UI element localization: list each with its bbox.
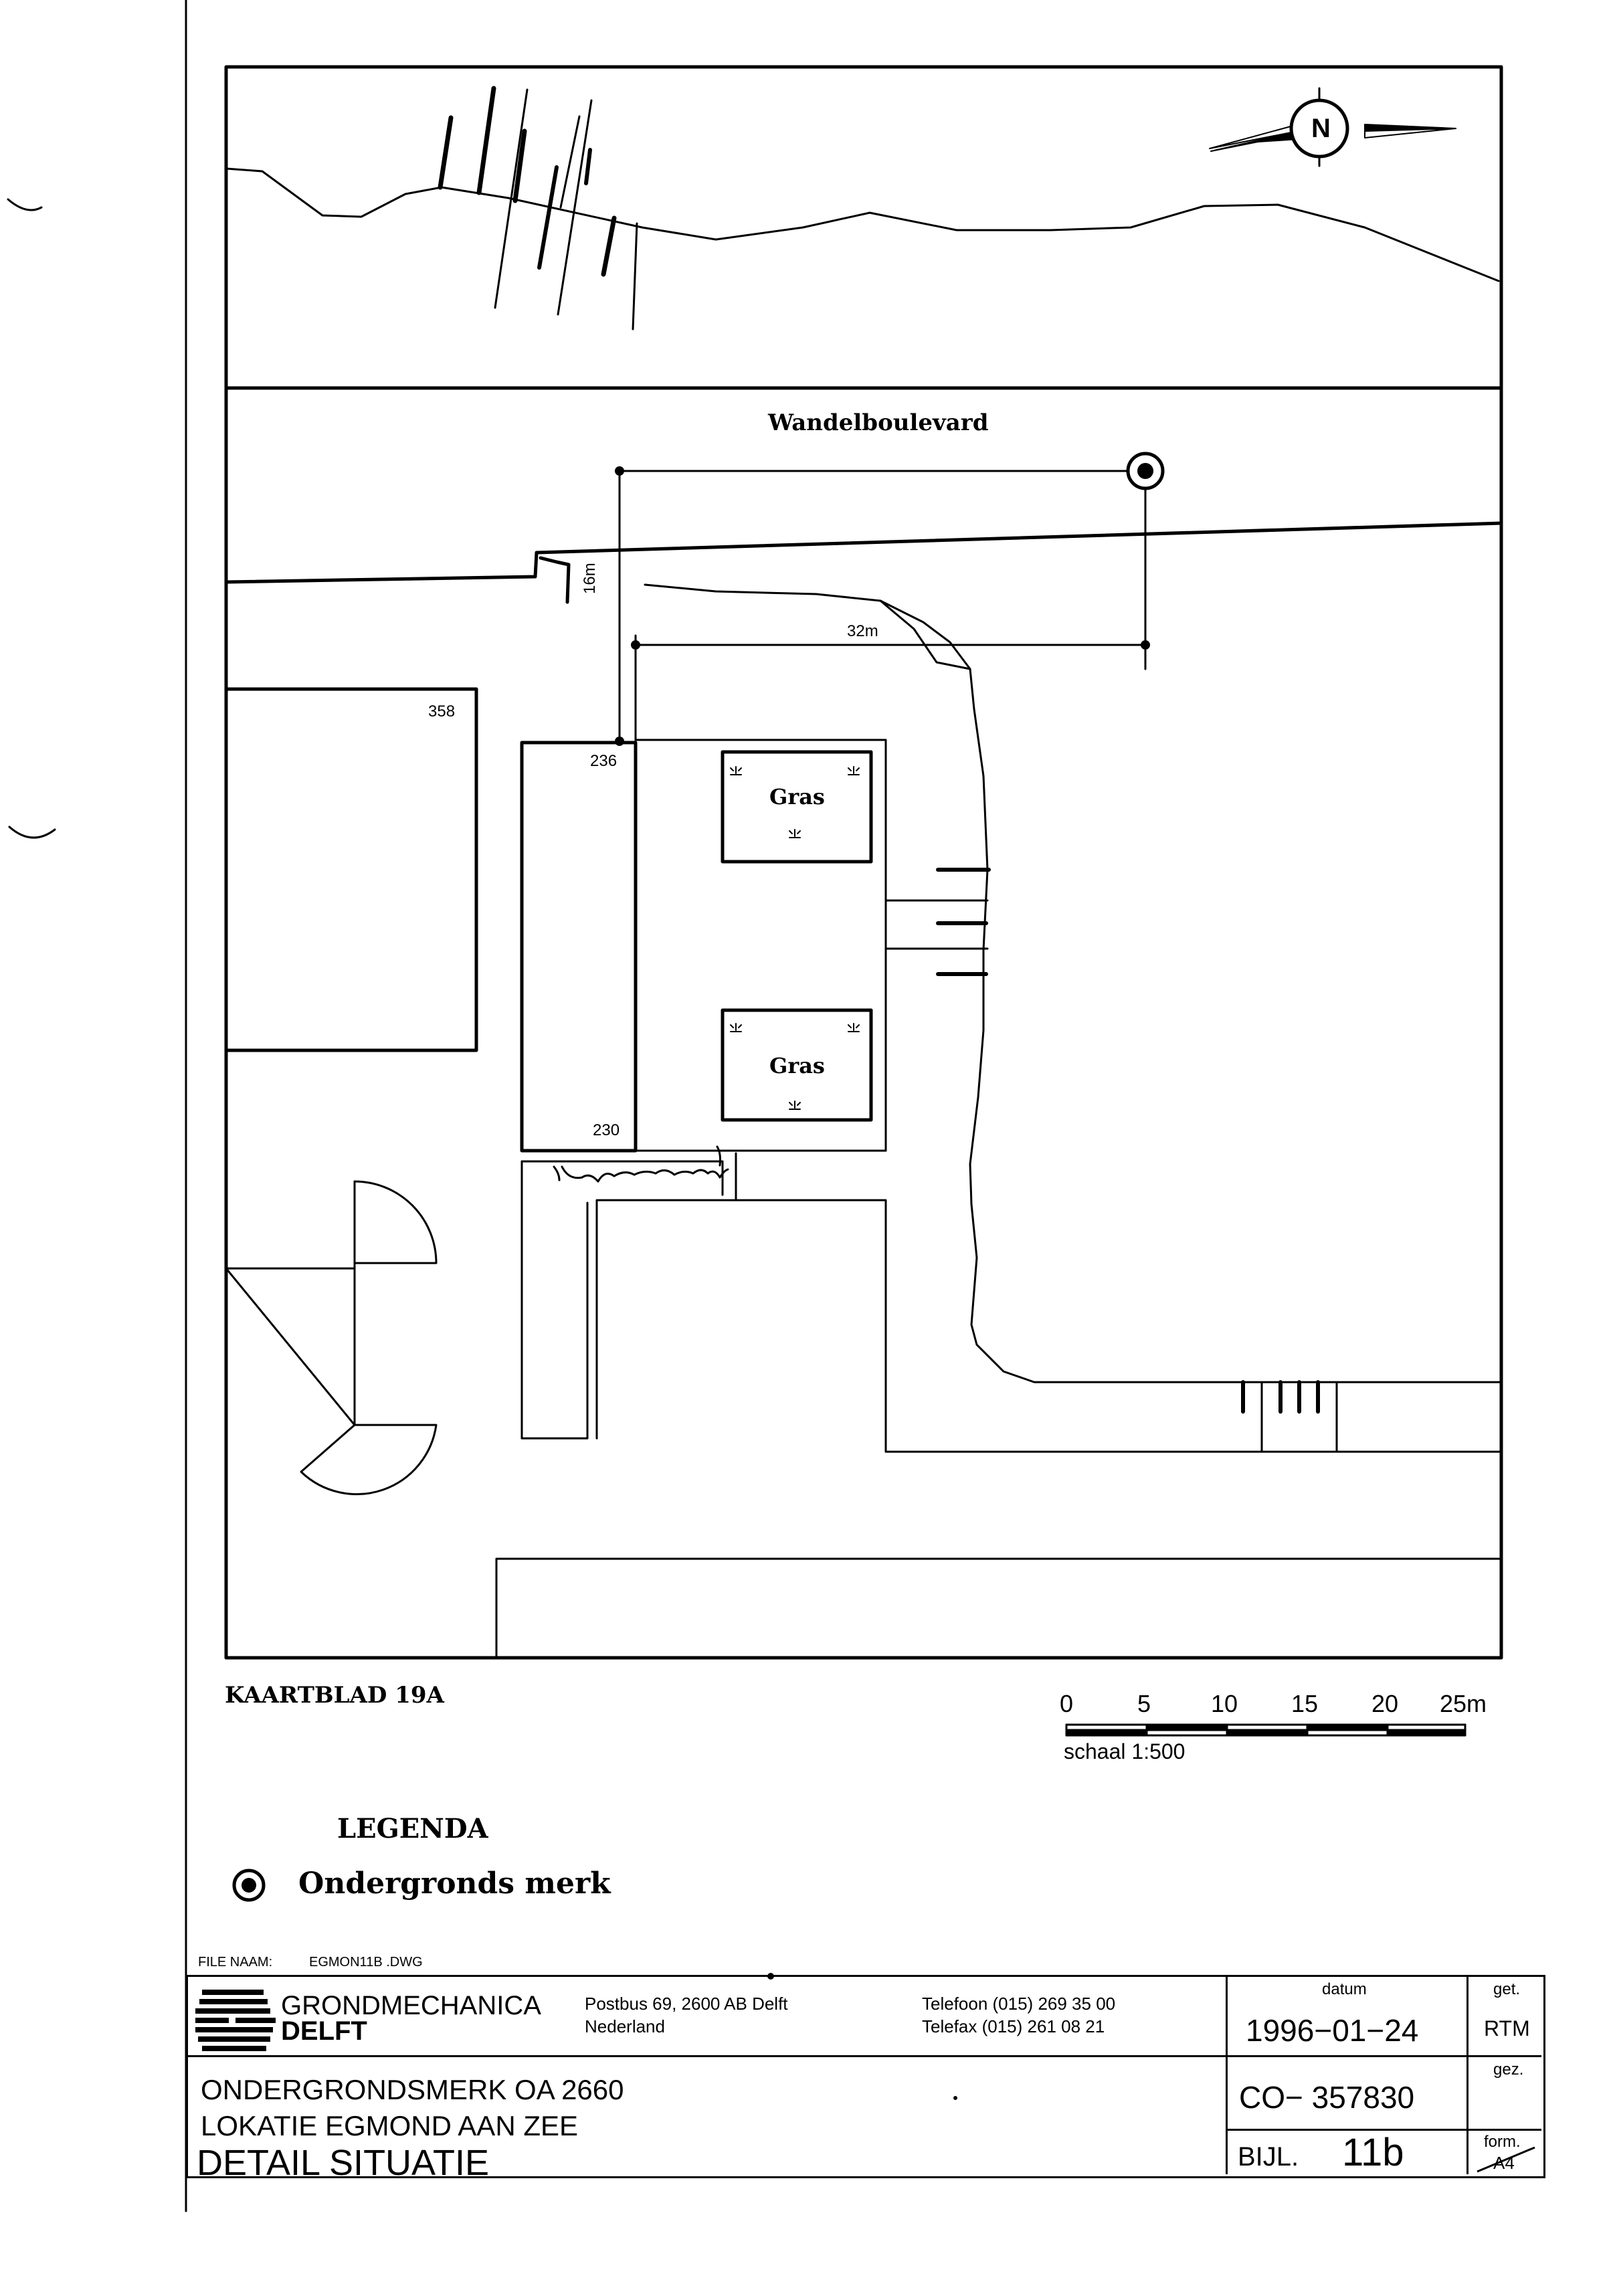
groyne [512, 128, 527, 203]
bijl-label: BIJL. [1238, 2142, 1299, 2172]
scan-dot [953, 2096, 957, 2100]
groyne [557, 99, 593, 316]
underground-marker-icon [1126, 452, 1165, 490]
survey-point [1141, 640, 1150, 650]
title-block: GRONDMECHANICA DELFT Postbus 69, 2600 AB… [186, 1975, 1545, 2183]
point-label-230: 230 [593, 1121, 620, 1139]
sheet-label: KAARTBLAD 19A [225, 1682, 444, 1709]
title-line-1: ONDERGRONDSMERK OA 2660 [201, 2074, 624, 2105]
survey-point [631, 640, 640, 650]
lower-block [495, 1557, 1503, 1659]
scale-label: schaal 1:500 [1064, 1739, 1186, 1763]
datum-label: datum [1322, 1980, 1367, 1998]
legend-title: LEGENDA [337, 1813, 488, 1844]
north-letter: N [1311, 114, 1331, 143]
point-label-236: 236 [590, 752, 618, 770]
form-value: A4 [1493, 2153, 1515, 2173]
company-fax: Telefax (015) 261 08 21 [922, 2016, 1105, 2036]
path-edge [879, 599, 1503, 1383]
gez-label: gez. [1493, 2061, 1524, 2079]
quarter-circle [353, 1180, 438, 1264]
bullseye-icon [232, 1869, 266, 1902]
company-city: DELFT [281, 2016, 367, 2046]
wall-outline [520, 1160, 724, 1196]
scale-tick: 0 [1060, 1690, 1074, 1717]
building-358 [224, 687, 478, 1052]
form-slash [1477, 2146, 1535, 2173]
company-logo-icon [195, 1990, 276, 2051]
scale-tick: 20 [1371, 1690, 1399, 1717]
grass-symbol-icon [730, 766, 860, 1110]
road-edge [224, 521, 1503, 584]
grass-label-bottom: Gras [769, 1053, 825, 1078]
form-label: form. [1484, 2133, 1521, 2151]
scalebar [1065, 1723, 1466, 1737]
dimension-label-32m: 32m [847, 622, 878, 640]
groyne [632, 222, 638, 330]
legend-item-label: Ondergronds merk [298, 1867, 611, 1901]
road-edge [644, 583, 971, 670]
groyne [438, 115, 454, 190]
building-236-230 [520, 741, 638, 1153]
title-line-2: LOKATIE EGMOND AAN ZEE [201, 2110, 579, 2141]
groyne [584, 148, 592, 185]
hedge-line [716, 1145, 721, 1167]
company-phone: Telefoon (015) 269 35 00 [922, 1994, 1116, 2014]
wall-outline [520, 1160, 589, 1440]
wall-outline [595, 1199, 1503, 1453]
bijl-value: 11b [1342, 2131, 1404, 2174]
get-label: get. [1493, 1980, 1521, 1998]
scale-tick: 5 [1137, 1690, 1151, 1717]
datum-value: 1996−01−24 [1246, 2013, 1419, 2048]
quarter-circle [300, 1424, 438, 1495]
point-label-358: 358 [428, 702, 456, 721]
company-country: Nederland [585, 2016, 665, 2036]
north-arrow-icon [1209, 87, 1456, 167]
street-label: Wandelboulevard [768, 409, 989, 436]
scan-mark [8, 826, 56, 839]
survey-point [615, 466, 624, 476]
diagonal-line [225, 1267, 356, 1426]
groyne [537, 165, 559, 270]
file-name-label: FILE NAAM: [198, 1955, 273, 1970]
title-line-3: DETAIL SITUATIE [197, 2143, 490, 2183]
grass-area-bottom [721, 1008, 873, 1122]
file-name-value: EGMON11B .DWG [309, 1955, 423, 1970]
scan-mark [7, 198, 43, 211]
groyne [476, 86, 496, 195]
hedge-line [561, 1165, 729, 1183]
shoreline [225, 167, 1500, 282]
road-edge [539, 556, 571, 604]
get-value: RTM [1484, 2016, 1530, 2040]
plot-outline [634, 739, 887, 1152]
scale-tick: 10 [1211, 1690, 1238, 1717]
company-name: GRONDMECHANICA [281, 1991, 541, 2020]
scale-tick: 15 [1291, 1690, 1319, 1717]
groyne [601, 215, 617, 277]
company-address: Postbus 69, 2600 AB Delft [585, 1994, 788, 2014]
groyne [494, 88, 529, 309]
groyne [559, 115, 581, 209]
grass-area-top [721, 750, 873, 864]
scale-tick: 25m [1440, 1690, 1487, 1717]
grass-label-top: Gras [769, 784, 825, 809]
dimension-label-16m: 16m [581, 563, 599, 594]
drawing-code: CO− 357830 [1239, 2080, 1415, 2115]
hedge-line [553, 1165, 561, 1181]
